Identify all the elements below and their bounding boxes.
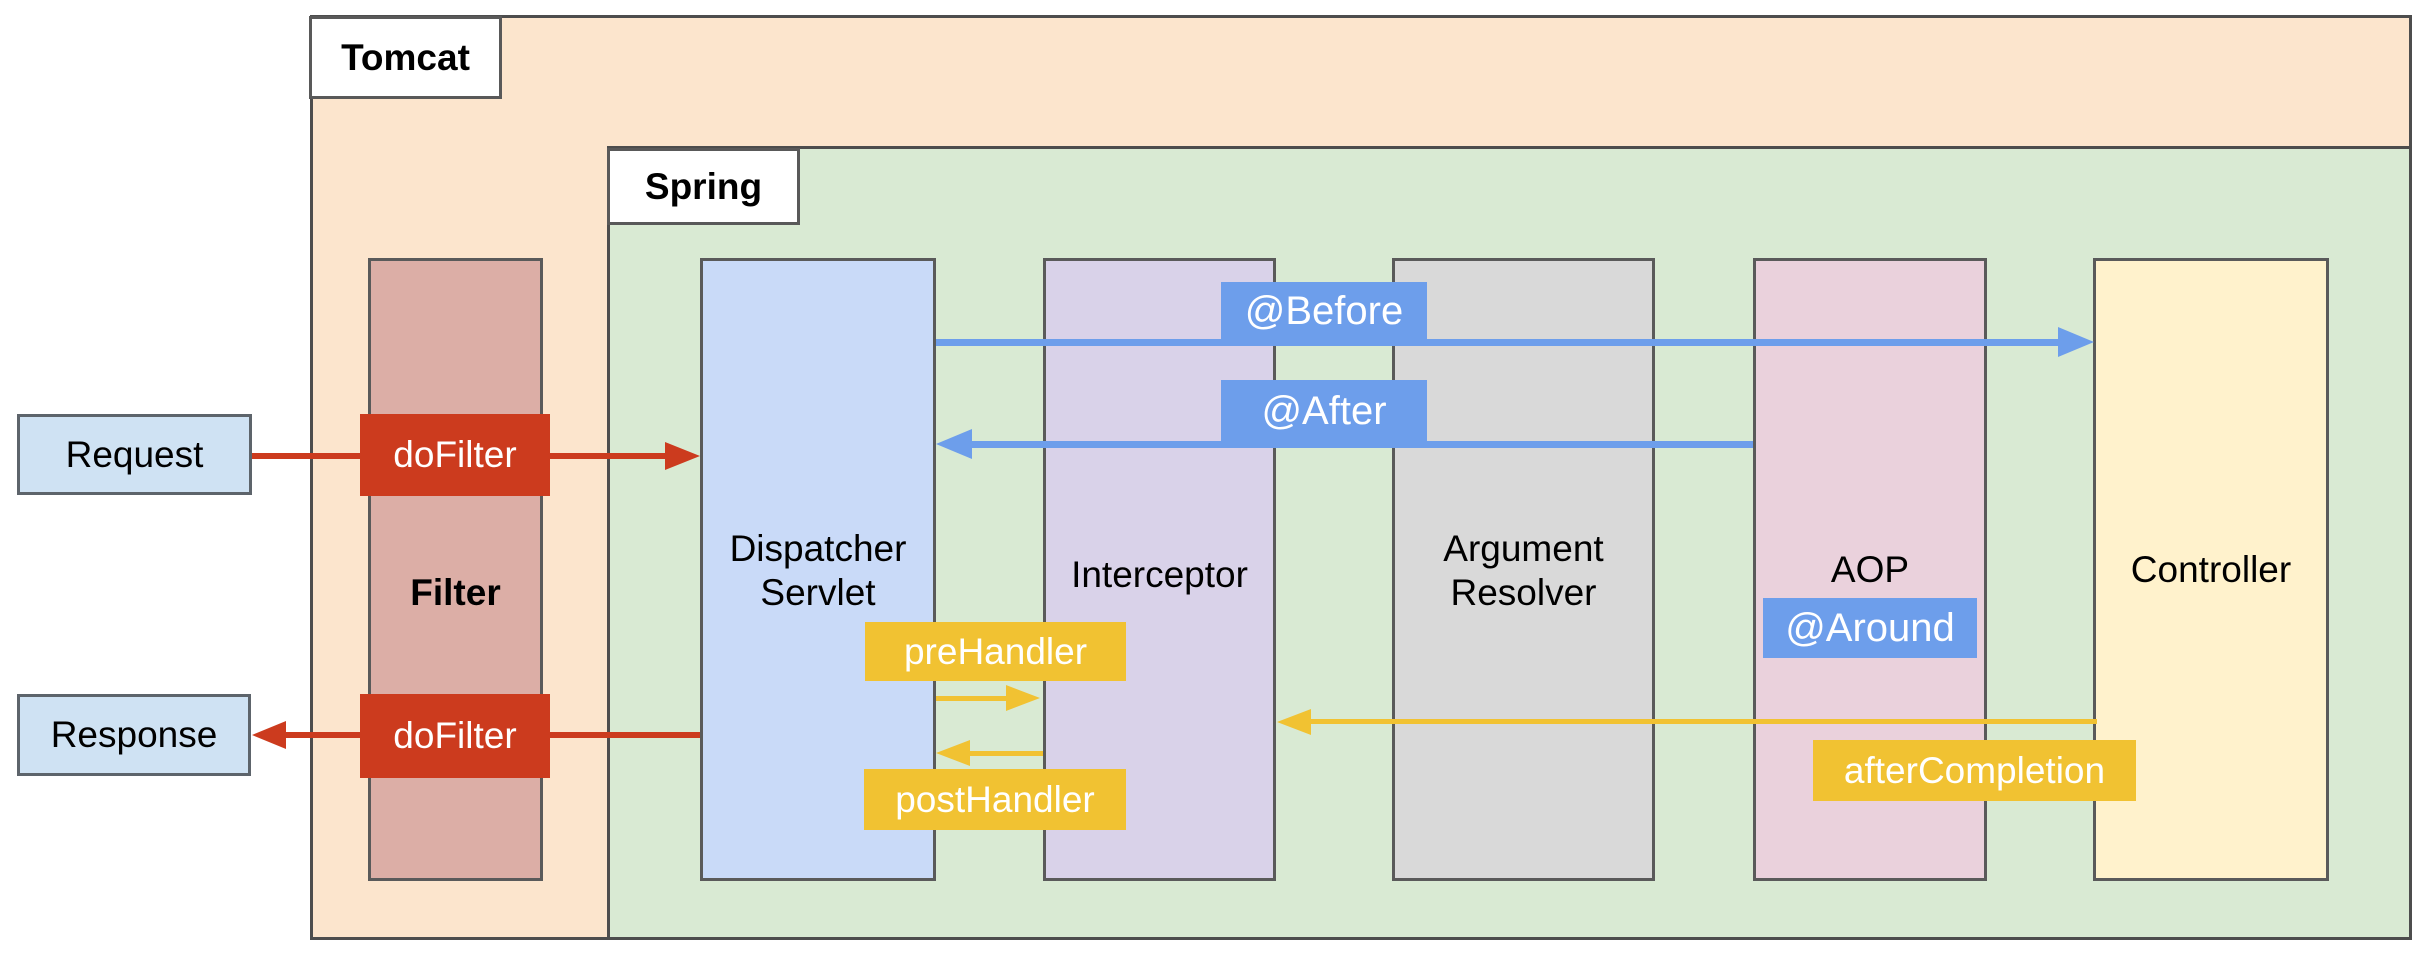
column-argument-resolver: [1392, 258, 1655, 881]
controller-label-text: Controller: [2130, 549, 2292, 590]
after-badge-text: @After: [1261, 388, 1387, 433]
interceptor-label-text: Interceptor: [1071, 554, 1248, 595]
request-box-text: Request: [65, 433, 204, 475]
aop-label: AOP: [1753, 548, 1987, 592]
prehandler-arrow-line: [936, 696, 1006, 701]
posthandler-badge: postHandler: [864, 769, 1126, 830]
posthandler-arrowhead: [936, 740, 970, 766]
after-badge: @After: [1221, 380, 1427, 442]
dofilter-request-badge: doFilter: [360, 414, 550, 496]
prehandler-badge: preHandler: [865, 622, 1126, 681]
dofilter-response-text: doFilter: [393, 715, 517, 756]
prehandler-badge-text: preHandler: [903, 630, 1088, 672]
before-arrowhead: [2058, 327, 2094, 357]
dispatcher-label-line2: Servlet: [760, 572, 876, 613]
request-box: Request: [17, 414, 252, 495]
controller-label: Controller: [2093, 548, 2329, 592]
spring-title-tab: Spring: [607, 148, 800, 225]
response-arrowhead: [252, 721, 286, 749]
response-box-text: Response: [50, 714, 218, 755]
around-badge-text: @Around: [1785, 605, 1955, 650]
filter-label-text: Filter: [410, 572, 501, 613]
dofilter-to-dispatcher-arrowhead: [665, 442, 700, 470]
dofilter-to-dispatcher-line: [550, 453, 665, 459]
aop-label-text: AOP: [1830, 549, 1910, 590]
argument-resolver-label-line2: Resolver: [1450, 572, 1597, 613]
aftercompletion-badge-text: afterCompletion: [1843, 749, 2106, 791]
around-badge: @Around: [1763, 598, 1977, 658]
aftercompletion-arrow-line: [1311, 719, 2097, 724]
column-filter: [368, 258, 543, 881]
filter-label: Filter: [368, 571, 543, 615]
response-box: Response: [17, 694, 251, 776]
spring-title-text: Spring: [644, 165, 763, 207]
aftercompletion-arrowhead: [1277, 709, 1311, 735]
tomcat-title-text: Tomcat: [341, 36, 470, 78]
argument-resolver-label-line1: Argument: [1443, 528, 1604, 569]
after-arrowhead: [936, 429, 972, 459]
argument-resolver-label: Argument Resolver: [1392, 527, 1655, 615]
before-badge-text: @Before: [1244, 288, 1404, 333]
posthandler-badge-text: postHandler: [895, 778, 1095, 820]
posthandler-arrow-line: [970, 751, 1043, 756]
interceptor-label: Interceptor: [1043, 553, 1276, 597]
dofilter-request-text: doFilter: [393, 434, 517, 475]
after-arrow-line: [972, 441, 1753, 448]
dispatcher-label-line1: Dispatcher: [729, 528, 907, 569]
prehandler-arrowhead: [1006, 685, 1040, 711]
dispatcher-servlet-label: Dispatcher Servlet: [700, 527, 936, 615]
dofilter-response-badge: doFilter: [360, 694, 550, 778]
before-arrow-line: [936, 339, 2058, 346]
request-to-dofilter-line: [252, 453, 360, 459]
before-badge: @Before: [1221, 282, 1427, 340]
aftercompletion-badge: afterCompletion: [1813, 740, 2136, 801]
tomcat-title-tab: Tomcat: [309, 16, 502, 99]
